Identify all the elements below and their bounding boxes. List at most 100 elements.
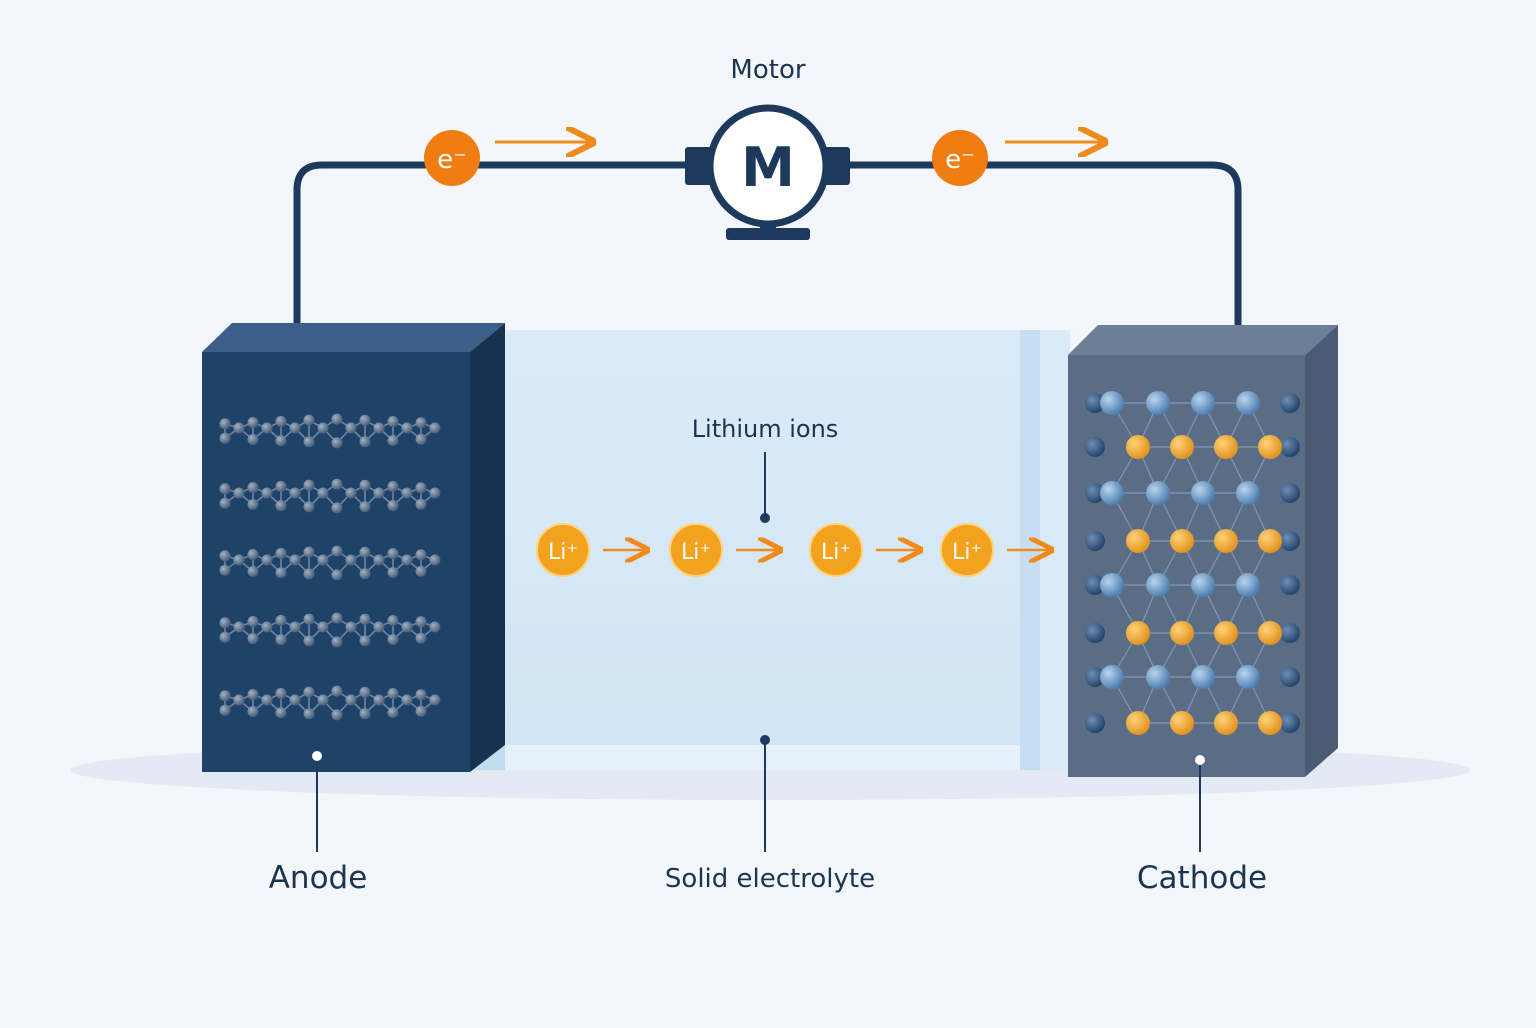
carbon-atom — [289, 554, 301, 566]
metal-atom — [1191, 481, 1215, 505]
carbon-atom — [303, 436, 315, 448]
lithium-ion: Li⁺ — [669, 523, 723, 577]
metal-atom — [1191, 665, 1215, 689]
electron-right: e⁻ — [932, 130, 988, 186]
carbon-atom — [429, 621, 441, 633]
carbon-atom — [331, 612, 343, 624]
carbon-atom — [247, 549, 259, 561]
carbon-atom — [233, 422, 245, 434]
carbon-atom — [415, 705, 427, 717]
carbon-atom — [275, 567, 287, 579]
carbon-atom — [373, 487, 385, 499]
oxygen-atom — [1085, 713, 1105, 733]
metal-atom — [1236, 573, 1260, 597]
carbon-atom — [233, 694, 245, 706]
carbon-atom — [303, 546, 315, 558]
motor: M — [685, 104, 850, 240]
carbon-atom — [387, 633, 399, 645]
carbon-atom — [219, 483, 231, 495]
carbon-atom — [345, 422, 357, 434]
carbon-atom — [219, 432, 231, 444]
carbon-atom — [261, 487, 273, 499]
carbon-atom — [289, 621, 301, 633]
lithium-ion-label: Li⁺ — [952, 540, 982, 565]
carbon-atom — [289, 694, 301, 706]
carbon-atom — [247, 616, 259, 628]
lithium-atom — [1214, 529, 1238, 553]
carbon-atom — [247, 417, 259, 429]
carbon-atom — [233, 487, 245, 499]
carbon-atom — [275, 547, 287, 559]
carbon-atom — [219, 631, 231, 643]
carbon-atom — [247, 632, 259, 644]
carbon-atom — [275, 707, 287, 719]
carbon-atom — [331, 685, 343, 697]
solid-electrolyte-label: Solid electrolyte — [664, 864, 876, 894]
carbon-atom — [359, 686, 371, 698]
carbon-atom — [331, 709, 343, 721]
carbon-atom — [275, 500, 287, 512]
carbon-atom — [247, 498, 259, 510]
carbon-atom — [275, 614, 287, 626]
metal-atom — [1146, 665, 1170, 689]
metal-atom — [1236, 481, 1260, 505]
motor-symbol-letter: M — [741, 136, 795, 199]
carbon-atom — [401, 554, 413, 566]
lithium-atom — [1126, 529, 1150, 553]
carbon-atom — [303, 501, 315, 513]
carbon-atom — [415, 417, 427, 429]
carbon-atom — [429, 694, 441, 706]
cathode-crystal-lattice — [1085, 391, 1300, 735]
carbon-atom — [247, 689, 259, 701]
lithium-atom — [1258, 435, 1282, 459]
carbon-atom — [415, 616, 427, 628]
motor-symbol-circle — [706, 104, 830, 228]
motor-label: Motor — [730, 55, 806, 85]
lithium-ions-label: Lithium ions — [691, 415, 839, 443]
carbon-atom — [317, 694, 329, 706]
carbon-atom — [275, 634, 287, 646]
carbon-atom — [233, 621, 245, 633]
lithium-atom — [1258, 529, 1282, 553]
metal-atom — [1191, 391, 1215, 415]
lithium-atom — [1258, 711, 1282, 735]
carbon-atom — [415, 632, 427, 644]
lithium-atom — [1170, 435, 1194, 459]
lithium-atom — [1126, 435, 1150, 459]
oxygen-atom — [1085, 483, 1105, 503]
carbon-atom — [233, 554, 245, 566]
carbon-atom — [359, 546, 371, 558]
metal-atom — [1146, 391, 1170, 415]
carbon-atom — [275, 480, 287, 492]
lithium-ion-label: Li⁺ — [681, 540, 711, 565]
carbon-atom — [331, 437, 343, 449]
carbon-atom — [387, 416, 399, 428]
carbon-atom — [317, 621, 329, 633]
metal-atom — [1191, 573, 1215, 597]
oxygen-atom — [1280, 667, 1300, 687]
carbon-atom — [219, 564, 231, 576]
metal-atom — [1146, 481, 1170, 505]
carbon-atom — [261, 621, 273, 633]
carbon-atom — [289, 487, 301, 499]
lithium-ion-label: Li⁺ — [821, 540, 851, 565]
graphite-layers — [219, 413, 441, 721]
metal-atom — [1100, 391, 1124, 415]
carbon-atom — [261, 694, 273, 706]
carbon-atom — [429, 554, 441, 566]
carbon-atom — [345, 487, 357, 499]
carbon-atom — [247, 433, 259, 445]
carbon-atom — [415, 549, 427, 561]
carbon-atom — [331, 413, 343, 425]
carbon-atom — [275, 687, 287, 699]
electron-right-label: e⁻ — [945, 145, 975, 175]
carbon-atom — [317, 422, 329, 434]
carbon-atom — [289, 422, 301, 434]
carbon-atom — [345, 694, 357, 706]
carbon-atom — [387, 615, 399, 627]
carbon-atom — [261, 554, 273, 566]
carbon-atom — [345, 554, 357, 566]
motor-right-terminal — [822, 147, 850, 185]
motor-base — [726, 228, 810, 240]
